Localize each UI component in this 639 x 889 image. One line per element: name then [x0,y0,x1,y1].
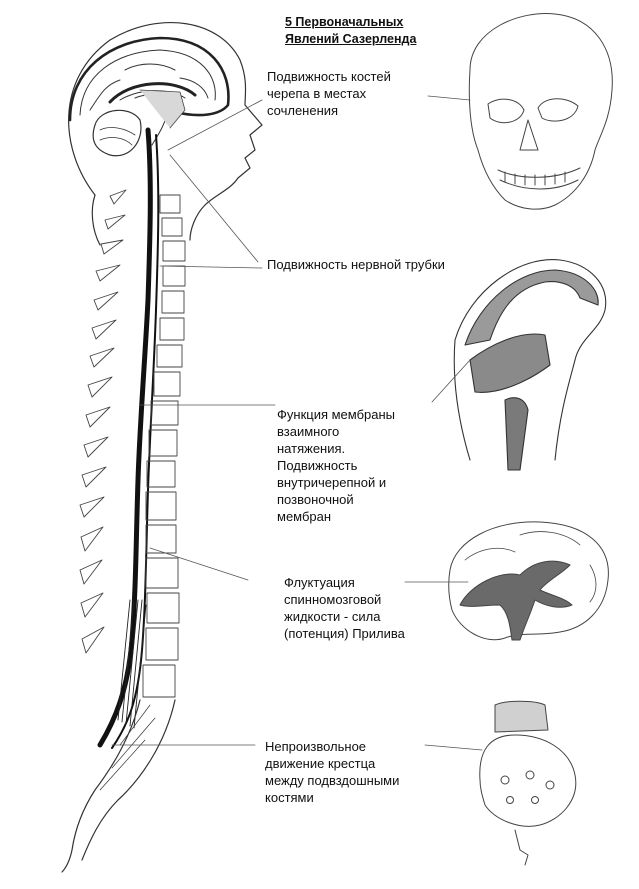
dura-outline [68,36,230,122]
label-neural-tube: Подвижность нервной трубки [267,257,445,272]
label-csf: Флуктуация спинномозговой жидкости - сил… [284,575,405,641]
label-membrane: Функция мембраны взаимного натяжения. По… [277,407,395,524]
skull-figure [468,12,613,210]
falx [464,269,599,346]
membrane-figure [453,258,607,471]
tentorium [469,333,551,393]
diagram-title: 5 Первоначальных Явлений Сазерленда [285,15,417,46]
label-sacrum: Непроизвольное движение крестца между по… [265,739,400,805]
brain-figure [448,521,609,641]
head-outline [68,21,263,206]
label-cranial-bones: Подвижность костей черепа в местах сочле… [267,69,391,118]
spinous-processes [79,189,127,654]
spinal-dura [504,397,529,471]
pelvis-figure [479,700,577,866]
spinal-cord [97,127,153,748]
ventricles [459,560,573,641]
sacrum [61,699,141,873]
neck-front [189,204,206,241]
neck-back [91,194,101,246]
pointer-lines [111,95,483,751]
vertebrae [142,194,186,698]
cerebellum [92,109,142,157]
